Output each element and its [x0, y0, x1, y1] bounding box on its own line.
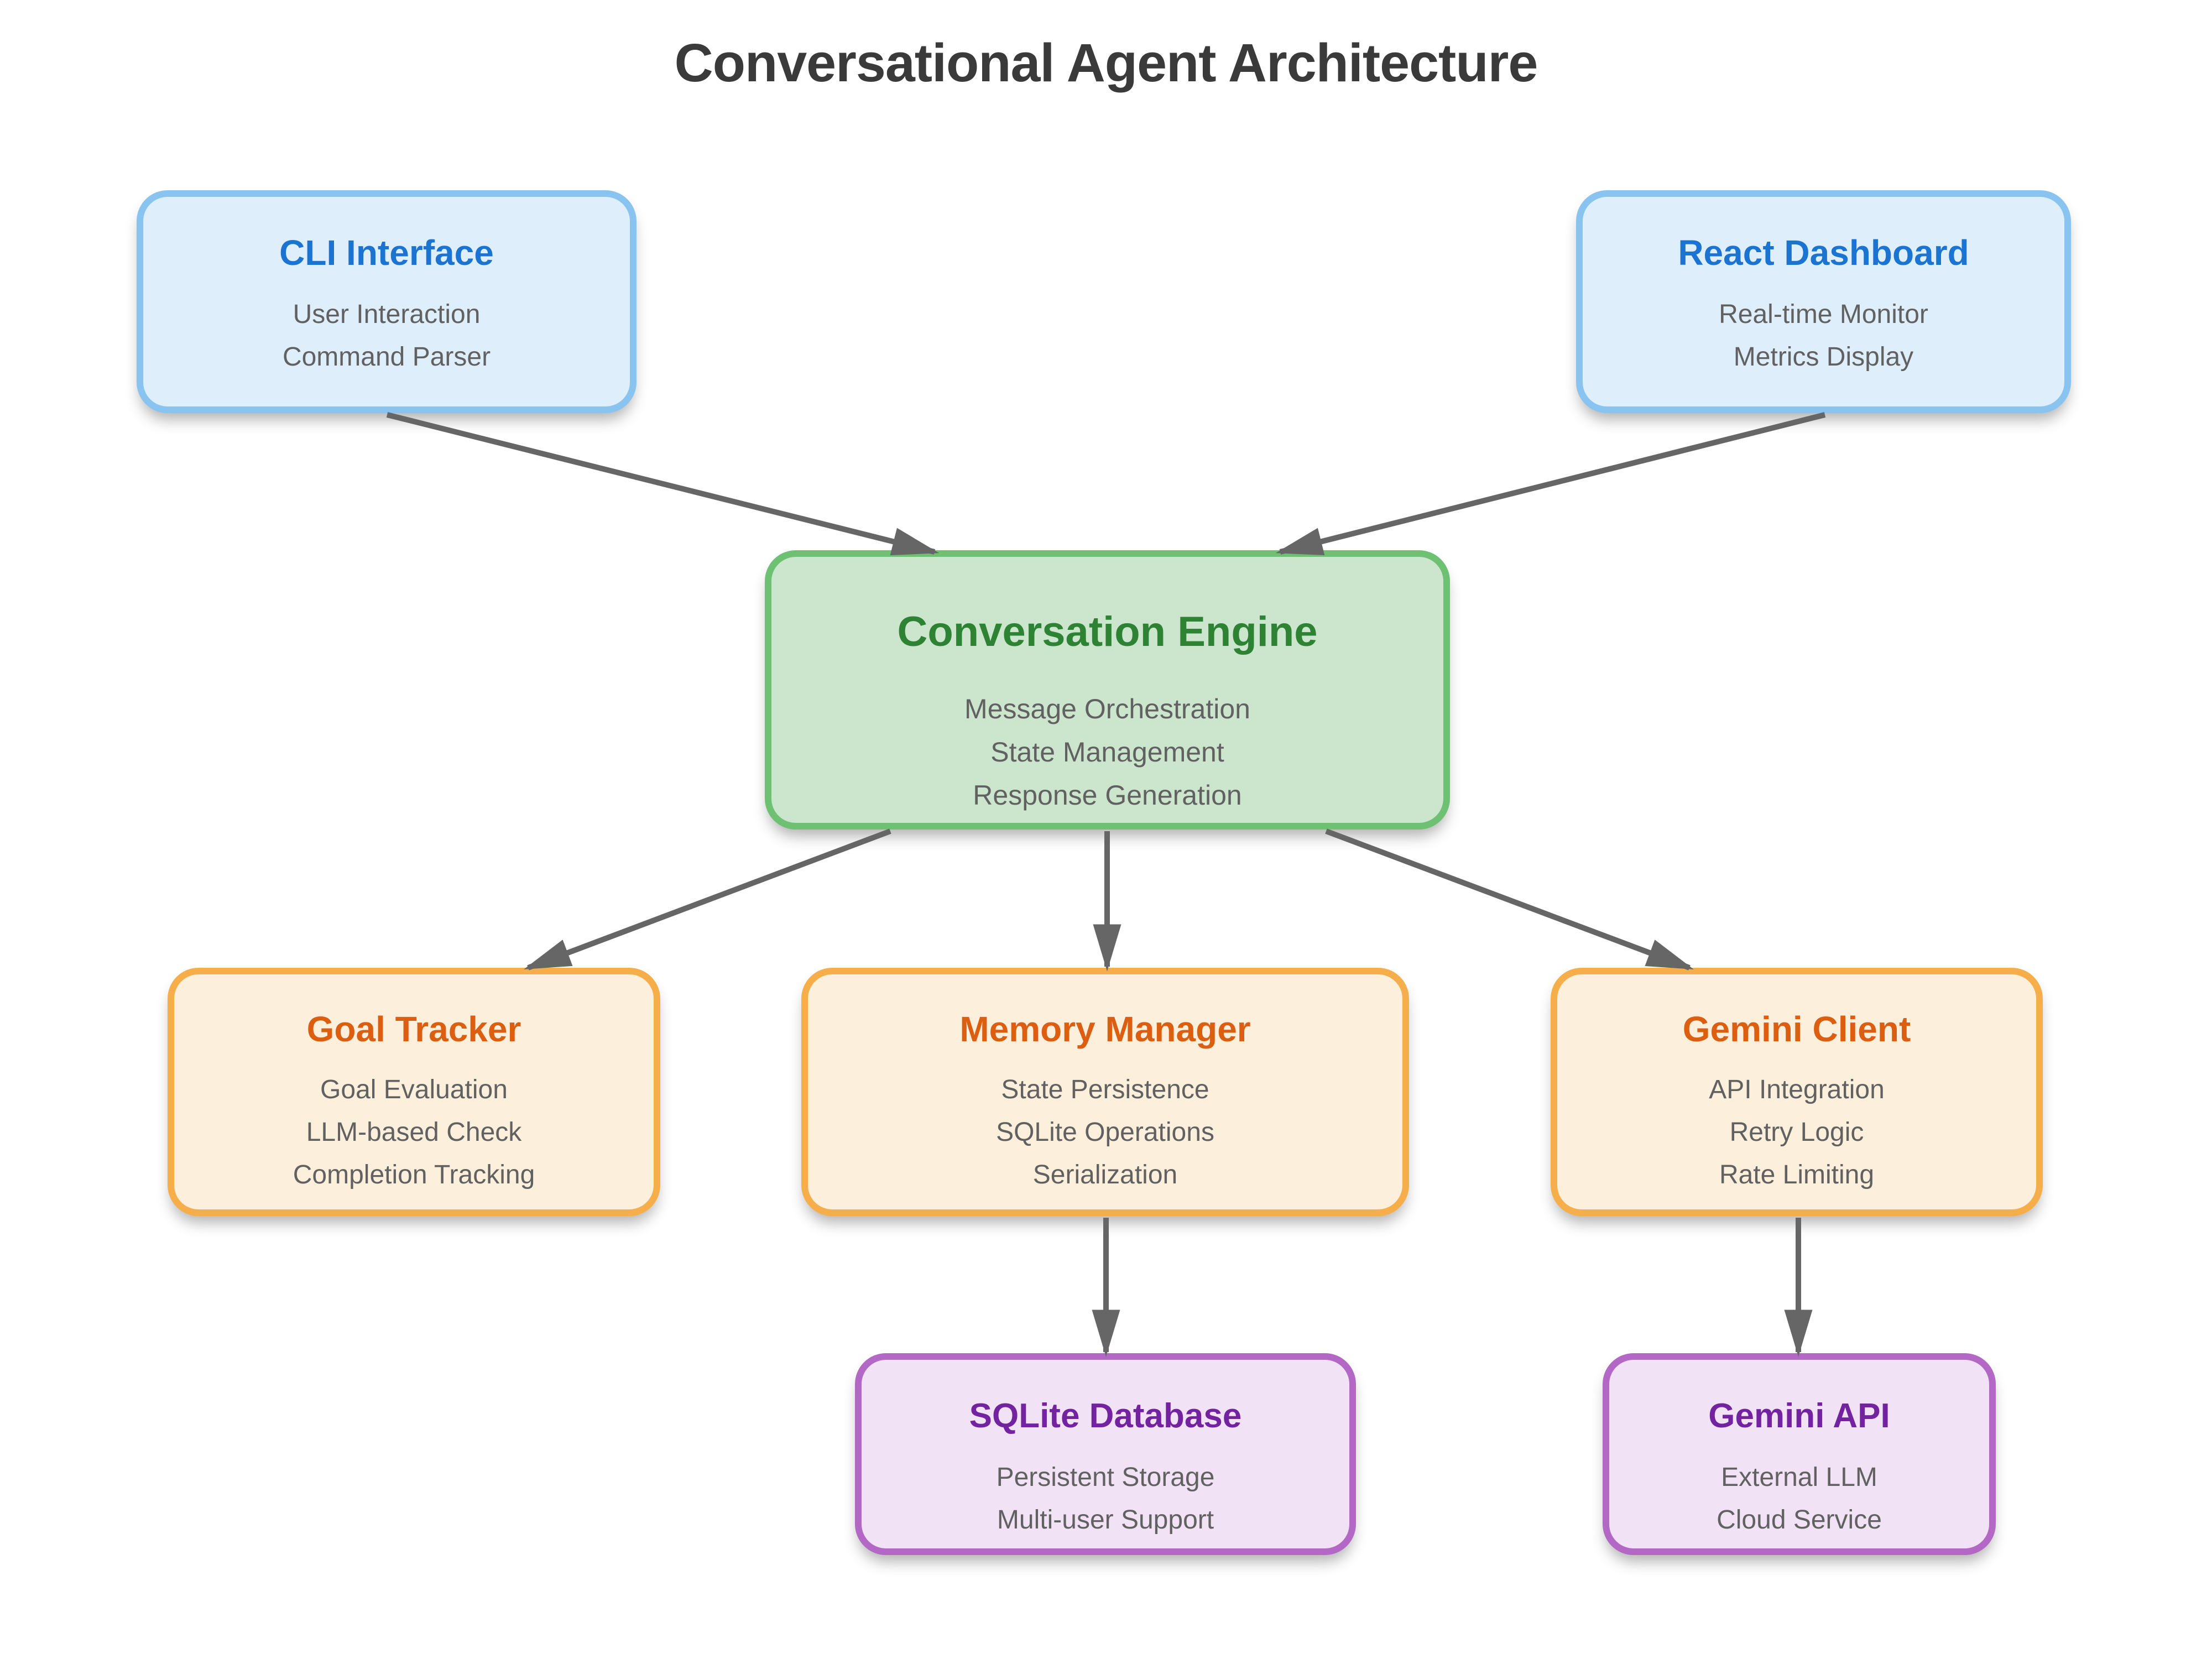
node-title: Memory Manager: [959, 1009, 1251, 1049]
node-title: CLI Interface: [279, 233, 494, 273]
edge-cli-to-engine: [386, 412, 940, 556]
node-sqlite-database: SQLite Database Persistent Storage Multi…: [855, 1353, 1356, 1555]
node-line: Message Orchestration: [964, 693, 1250, 724]
node-line: Goal Evaluation: [320, 1075, 508, 1104]
node-react-dashboard: React Dashboard Real-time Monitor Metric…: [1576, 190, 2071, 413]
node-line: Retry Logic: [1729, 1118, 1864, 1147]
node-conversation-engine: Conversation Engine Message Orchestratio…: [765, 550, 1450, 830]
node-line: Rate Limiting: [1719, 1160, 1875, 1190]
node-line: Response Generation: [973, 780, 1242, 811]
edge-engine-to-goal: [524, 828, 891, 971]
node-title: SQLite Database: [969, 1397, 1242, 1435]
node-line: Persistent Storage: [996, 1463, 1215, 1492]
node-line: Command Parser: [282, 342, 491, 372]
node-line: LLM-based Check: [306, 1118, 522, 1147]
node-line: State Persistence: [1001, 1075, 1209, 1104]
node-line: User Interaction: [293, 300, 481, 329]
node-title: Conversation Engine: [897, 608, 1318, 655]
node-line: Multi-user Support: [997, 1505, 1214, 1535]
node-line: API Integration: [1709, 1075, 1885, 1104]
node-line: Metrics Display: [1733, 342, 1914, 372]
node-line: Cloud Service: [1717, 1505, 1882, 1535]
node-title: React Dashboard: [1678, 233, 1969, 273]
node-gemini-api: Gemini API External LLM Cloud Service: [1603, 1353, 1996, 1555]
node-line: State Management: [990, 737, 1224, 768]
node-title: Goal Tracker: [306, 1009, 521, 1049]
node-title: Gemini Client: [1682, 1009, 1911, 1049]
node-line: Completion Tracking: [293, 1160, 535, 1190]
node-cli-interface: CLI Interface User Interaction Command P…: [137, 190, 637, 413]
edge-engine-to-gemini-client: [1325, 828, 1694, 971]
node-line: Serialization: [1032, 1160, 1178, 1190]
node-line: External LLM: [1721, 1463, 1877, 1492]
page-title: Conversational Agent Architecture: [674, 33, 1538, 93]
node-line: SQLite Operations: [996, 1118, 1214, 1147]
node-memory-manager: Memory Manager State Persistence SQLite …: [801, 968, 1409, 1216]
node-goal-tracker: Goal Tracker Goal Evaluation LLM-based C…: [168, 968, 660, 1216]
node-line: Real-time Monitor: [1719, 300, 1928, 329]
node-gemini-client: Gemini Client API Integration Retry Logi…: [1551, 968, 2043, 1216]
edge-react-to-engine: [1275, 412, 1826, 556]
node-title: Gemini API: [1708, 1397, 1890, 1435]
